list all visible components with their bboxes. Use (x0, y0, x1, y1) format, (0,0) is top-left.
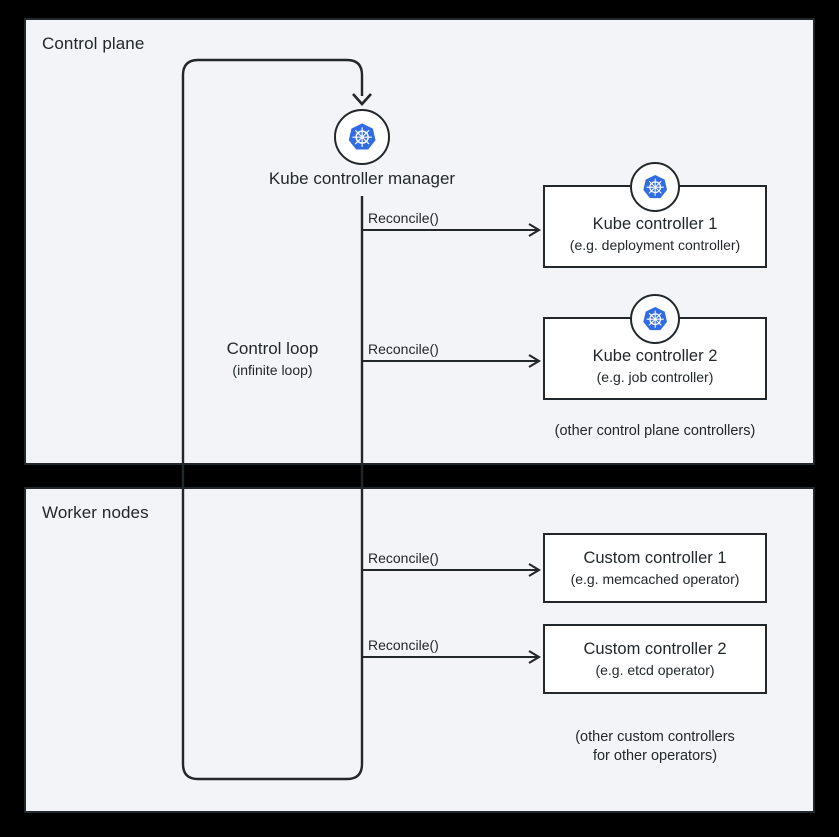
reconcile-label-3: Reconcile() (368, 550, 439, 566)
kubernetes-icon (630, 294, 680, 344)
worker-nodes-label: Worker nodes (42, 503, 149, 522)
control-plane-label: Control plane (42, 34, 145, 53)
control-loop-subtitle: (infinite loop) (232, 362, 313, 378)
controller-box-custom-1: Custom controller 1 (e.g. memcached oper… (543, 533, 767, 603)
reconcile-label-2: Reconcile() (368, 341, 439, 357)
controller-title: Custom controller 1 (583, 549, 727, 567)
kubernetes-icon (334, 109, 390, 165)
controller-subtitle: (e.g. memcached operator) (570, 571, 740, 587)
other-custom-controllers-note: (other custom controllers for other oper… (535, 728, 775, 766)
kube-controller-manager-label: Kube controller manager (268, 169, 456, 188)
other-custom-controllers-line2: for other operators) (592, 748, 718, 765)
controller-box-kube-1: Kube controller 1 (e.g. deployment contr… (543, 162, 767, 268)
control-loop-title: Control loop (226, 339, 319, 358)
controller-title: Kube controller 1 (592, 214, 718, 233)
control-loop-label: Control loop (infinite loop) (183, 339, 362, 378)
controller-title: Kube controller 2 (592, 346, 718, 365)
controller-subtitle: (e.g. job controller) (596, 368, 714, 385)
reconcile-label-4: Reconcile() (368, 637, 439, 653)
controller-subtitle: (e.g. deployment controller) (569, 236, 741, 253)
kubernetes-icon (630, 162, 680, 212)
other-custom-controllers-line1: (other custom controllers (575, 729, 735, 745)
other-control-plane-controllers-note: (other control plane controllers) (554, 423, 756, 439)
controller-title: Custom controller 2 (583, 640, 727, 658)
controller-subtitle: (e.g. etcd operator) (595, 662, 715, 678)
controller-box-kube-2: Kube controller 2 (e.g. job controller) (543, 294, 767, 400)
reconcile-label-1: Reconcile() (368, 210, 439, 226)
controller-box-custom-2: Custom controller 2 (e.g. etcd operator) (543, 624, 767, 694)
